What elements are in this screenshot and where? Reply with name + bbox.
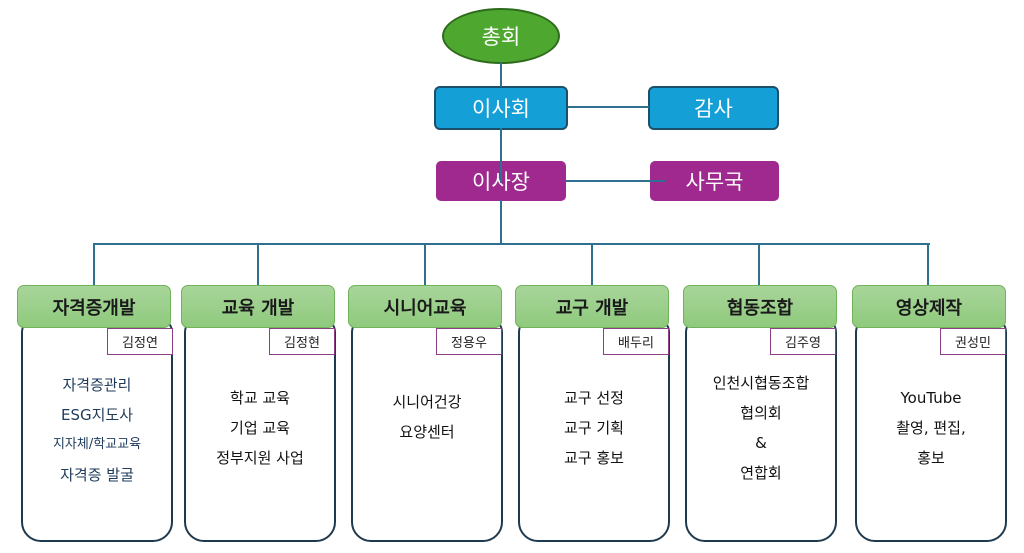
department-item: ESG지도사 xyxy=(60,406,134,424)
department-items: 학교 교육 기업 교육 정부지원 사업 xyxy=(184,383,336,473)
connector-chairman-departments xyxy=(500,200,502,245)
department-item: 협의회 xyxy=(740,404,782,422)
connector-dept-3 xyxy=(424,243,426,286)
department-item: 정부지원 사업 xyxy=(216,449,304,467)
department-items: 교구 선정 교구 기획 교구 홍보 xyxy=(518,383,670,473)
manager-name: 권성민 xyxy=(955,336,991,351)
manager-name: 배두리 xyxy=(618,336,654,351)
department-header[interactable]: 영상제작 xyxy=(852,285,1006,328)
manager-name: 김정연 xyxy=(122,336,158,351)
manager-tag: 김정연 xyxy=(107,328,173,355)
department-item: 시니어건강 xyxy=(392,393,462,411)
connector-assembly-board xyxy=(500,62,502,87)
department-body xyxy=(351,318,503,542)
connector-dept-4 xyxy=(591,243,593,286)
connector-departments-bus xyxy=(93,243,930,245)
department-item: 교구 기획 xyxy=(564,419,624,437)
auditor-node[interactable]: 감사 xyxy=(648,86,779,130)
department-item: 연합회 xyxy=(740,464,782,482)
department-item: YouTube xyxy=(900,389,962,407)
general-assembly-label: 총회 xyxy=(481,25,521,49)
department-title: 시니어교육 xyxy=(383,297,467,319)
connector-chairman-secretariat xyxy=(566,180,665,182)
department-item: 기업 교육 xyxy=(230,419,290,437)
department-item: 촬영, 편집, xyxy=(896,419,966,437)
department-header[interactable]: 자격증개발 xyxy=(17,285,171,328)
department-items: 인천시협동조합 협의회 & 연합회 xyxy=(685,368,837,488)
department-title: 교구 개발 xyxy=(555,297,629,319)
department-item: 인천시협동조합 xyxy=(712,374,810,392)
department-item: 교구 홍보 xyxy=(564,449,624,467)
department-body xyxy=(518,318,670,542)
secretariat-node[interactable]: 사무국 xyxy=(650,161,779,201)
department-title: 영상제작 xyxy=(895,297,963,319)
department-item: 교구 선정 xyxy=(564,389,624,407)
connector-dept-5 xyxy=(758,243,760,286)
department-item: 학교 교육 xyxy=(230,389,290,407)
board-label: 이사회 xyxy=(472,97,530,121)
department-item: 요양센터 xyxy=(399,423,455,441)
connector-dept-6 xyxy=(927,243,929,286)
manager-tag: 권성민 xyxy=(940,328,1006,355)
department-title: 자격증개발 xyxy=(52,297,136,319)
department-header[interactable]: 시니어교육 xyxy=(348,285,502,328)
department-item: 지자체/학교교육 xyxy=(52,437,142,452)
general-assembly-node[interactable]: 총회 xyxy=(442,8,560,64)
connector-board-auditor xyxy=(568,106,649,108)
department-item: 홍보 xyxy=(917,449,945,467)
manager-tag: 배두리 xyxy=(603,328,669,355)
secretariat-label: 사무국 xyxy=(685,170,744,194)
department-body xyxy=(184,318,336,542)
manager-name: 김정현 xyxy=(284,336,320,351)
auditor-label: 감사 xyxy=(694,97,733,121)
manager-tag: 정용우 xyxy=(436,328,502,355)
department-header[interactable]: 교육 개발 xyxy=(181,285,335,328)
connector-dept-2 xyxy=(257,243,259,286)
department-header[interactable]: 교구 개발 xyxy=(515,285,669,328)
department-items: 시니어건강 요양센터 xyxy=(351,387,503,447)
board-node[interactable]: 이사회 xyxy=(434,86,568,130)
manager-name: 김주영 xyxy=(785,336,821,351)
manager-tag: 김정현 xyxy=(269,328,335,355)
manager-name: 정용우 xyxy=(451,336,487,351)
department-body xyxy=(21,318,173,542)
department-header[interactable]: 협동조합 xyxy=(683,285,837,328)
manager-tag: 김주영 xyxy=(770,328,836,355)
department-title: 협동조합 xyxy=(726,297,794,319)
department-title: 교육 개발 xyxy=(221,297,295,319)
department-item: 자격증관리 xyxy=(62,376,132,394)
department-items: 자격증관리 ESG지도사 지자체/학교교육 자격증 발굴 xyxy=(21,370,173,490)
connector-board-chairman xyxy=(500,128,502,183)
department-items: YouTube 촬영, 편집, 홍보 xyxy=(855,383,1007,473)
department-item: 자격증 발굴 xyxy=(60,466,134,484)
department-body xyxy=(855,318,1007,542)
connector-dept-1 xyxy=(93,243,95,286)
department-item: & xyxy=(755,434,767,452)
